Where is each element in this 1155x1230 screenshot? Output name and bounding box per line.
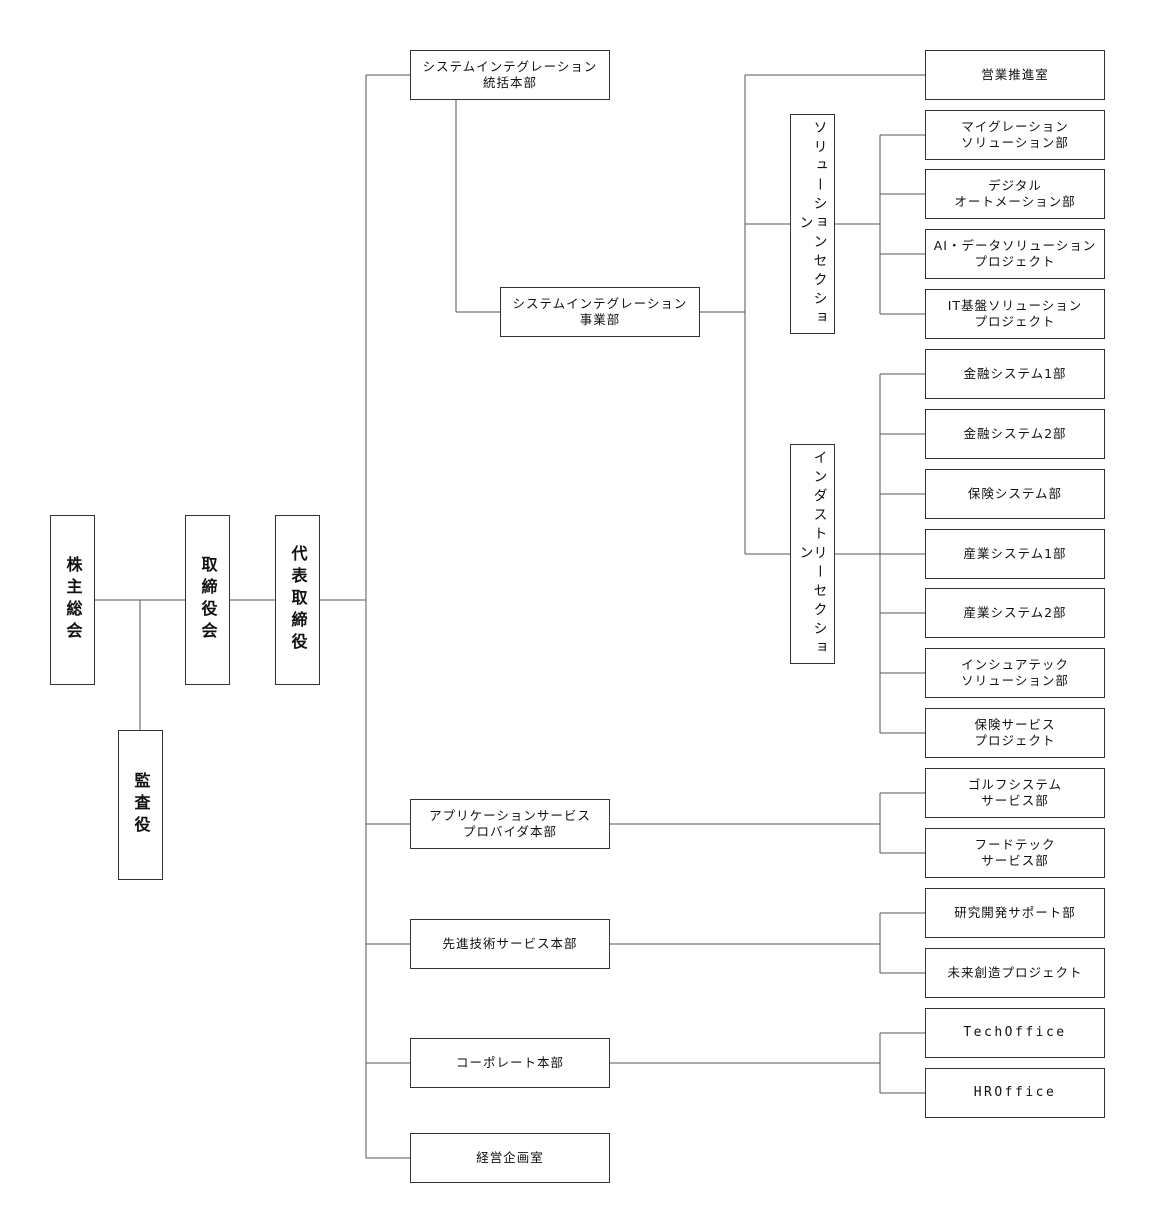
- corporate-headquarters-box: コーポレート本部: [410, 1038, 610, 1088]
- shareholders-meeting-box: 株主総会: [50, 515, 95, 685]
- insurance-system-box: 保険システム部: [925, 469, 1105, 519]
- auditor-box: 監査役: [118, 730, 163, 880]
- hroffice-box: HROffice: [925, 1068, 1105, 1118]
- finance-system-2-box: 金融システム2部: [925, 409, 1105, 459]
- foodtech-service-box: フードテック サービス部: [925, 828, 1105, 878]
- industry-system-1-box: 産業システム1部: [925, 529, 1105, 579]
- si-headquarters-box: システムインテグレーション 統括本部: [410, 50, 610, 100]
- techoffice-box: TechOffice: [925, 1008, 1105, 1058]
- solution-section-box: ソリューションセクション: [790, 114, 835, 334]
- insurtech-solution-box: インシュアテック ソリューション部: [925, 648, 1105, 698]
- finance-system-1-box: 金融システム1部: [925, 349, 1105, 399]
- advanced-tech-headquarters-box: 先進技術サービス本部: [410, 919, 610, 969]
- asp-headquarters-box: アプリケーションサービス プロバイダ本部: [410, 799, 610, 849]
- insurance-service-box: 保険サービス プロジェクト: [925, 708, 1105, 758]
- golf-system-service-box: ゴルフシステム サービス部: [925, 768, 1105, 818]
- ai-data-solution-box: AI・データソリューション プロジェクト: [925, 229, 1105, 279]
- industry-system-2-box: 産業システム2部: [925, 588, 1105, 638]
- representative-director-box: 代表取締役: [275, 515, 320, 685]
- future-creation-box: 未来創造プロジェクト: [925, 948, 1105, 998]
- industry-section-box: インダストリーセクション: [790, 444, 835, 664]
- it-infra-solution-box: IT基盤ソリューション プロジェクト: [925, 289, 1105, 339]
- management-planning-box: 経営企画室: [410, 1133, 610, 1183]
- sales-promotion-box: 営業推進室: [925, 50, 1105, 100]
- board-of-directors-box: 取締役会: [185, 515, 230, 685]
- rnd-support-box: 研究開発サポート部: [925, 888, 1105, 938]
- digital-automation-box: デジタル オートメーション部: [925, 169, 1105, 219]
- migration-solution-box: マイグレーション ソリューション部: [925, 110, 1105, 160]
- si-division-box: システムインテグレーション 事業部: [500, 287, 700, 337]
